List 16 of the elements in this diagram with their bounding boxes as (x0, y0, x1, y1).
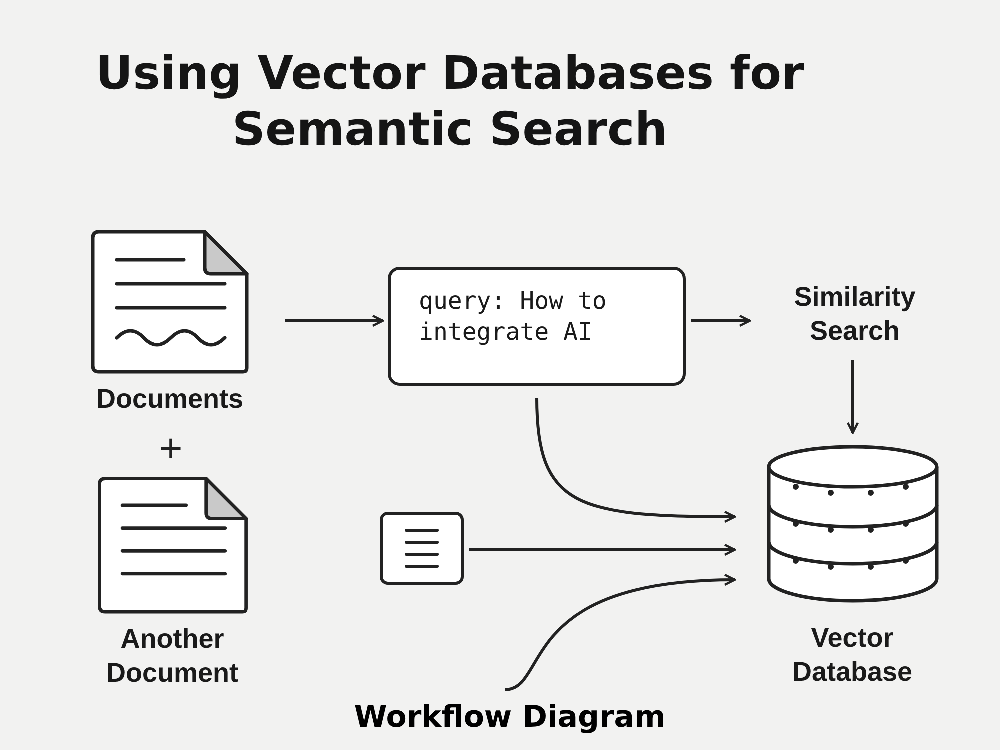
caption: Workflow Diagram (353, 699, 667, 737)
arrow (504, 574, 736, 692)
arrow (469, 544, 736, 556)
plus-sign: + (158, 428, 184, 470)
arrow (846, 360, 860, 434)
query-box (388, 267, 686, 386)
document-icon (380, 512, 464, 585)
arrow (691, 314, 752, 328)
node-label: Documents (96, 383, 244, 416)
title: Using Vector Databases for Semantic Search (94, 45, 806, 157)
step-label: Similarity Search (793, 281, 917, 348)
node-label: Vector Database (791, 622, 914, 689)
query-text: query: How to integrate AI (419, 286, 608, 348)
arrow (285, 314, 384, 328)
arrow (536, 398, 736, 524)
node-label: Another Document (105, 623, 240, 690)
